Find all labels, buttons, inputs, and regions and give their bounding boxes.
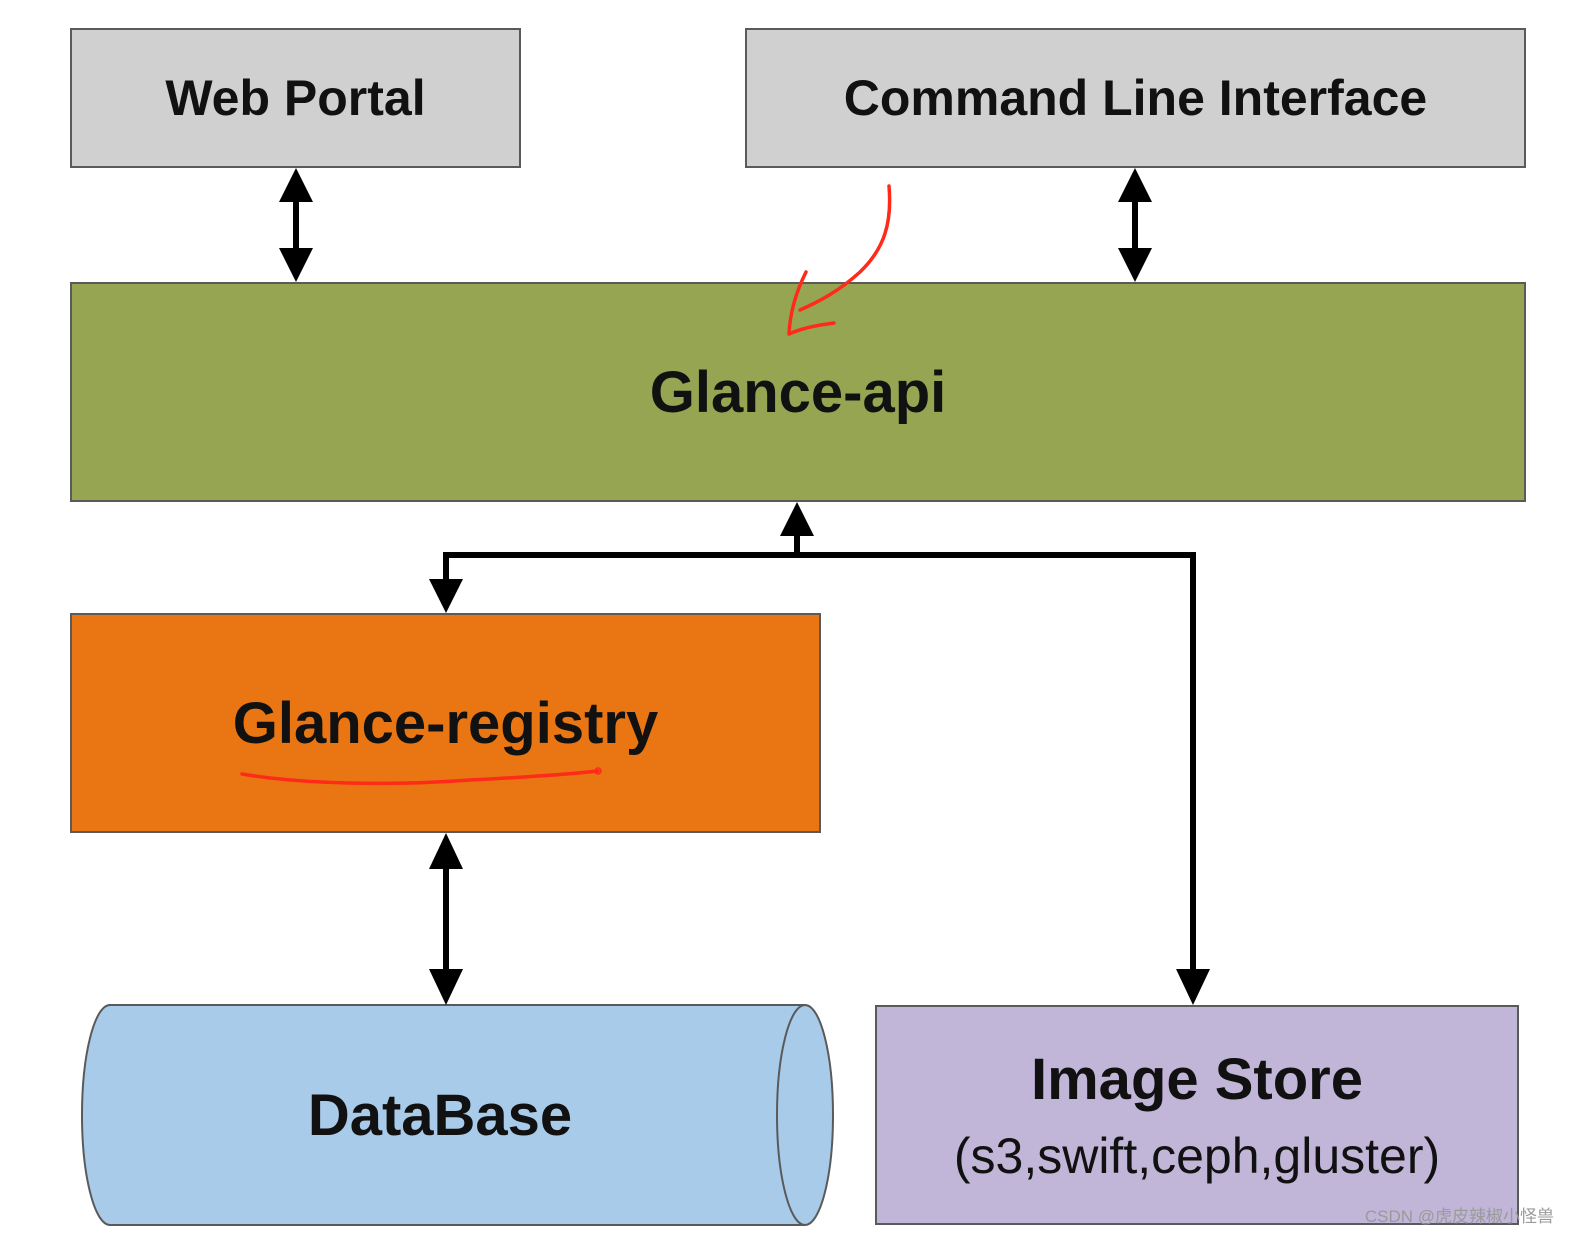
arrowhead-up-icon [1118, 168, 1152, 202]
glance-registry-box: Glance-registry [70, 613, 821, 833]
glance-registry-label: Glance-registry [232, 690, 659, 756]
image-store-label: Image Store [1031, 1046, 1363, 1112]
annotation-dot [594, 767, 602, 775]
arrowhead-down-icon [1118, 248, 1152, 282]
watermark: CSDN @虎皮辣椒小怪兽 [1364, 1207, 1554, 1226]
arrowhead-down-icon [429, 969, 463, 1005]
arrowhead-up-icon [780, 502, 814, 536]
arrowhead-up-icon [429, 833, 463, 869]
annotation-arrow-stroke [798, 184, 892, 312]
command-line-interface-box: Command Line Interface [745, 28, 1526, 168]
image-store-backends: (s3,swift,ceph,gluster) [953, 1127, 1441, 1184]
glance-api-box: Glance-api [70, 282, 1526, 502]
image-store-box: Image Store (s3,swift,ceph,gluster) [875, 1005, 1519, 1225]
web-portal-box: Web Portal [70, 28, 521, 168]
database-cylinder [81, 1004, 834, 1226]
arrowhead-down-icon [429, 579, 463, 613]
annotation-underline [240, 769, 600, 786]
arrowhead-down-icon [1176, 969, 1210, 1005]
arrowhead-up-icon [279, 168, 313, 202]
cli-label: Command Line Interface [843, 70, 1428, 126]
api-bus-line [443, 552, 1196, 973]
arrowhead-down-icon [279, 248, 313, 282]
glance-api-label: Glance-api [649, 359, 947, 425]
web-portal-label: Web Portal [165, 70, 426, 126]
database-label: DataBase [307, 1082, 573, 1148]
annotation-arrow-head [787, 270, 836, 336]
hand-drawn-annotation [240, 184, 892, 786]
database-label-wrapper: DataBase [90, 1005, 790, 1225]
